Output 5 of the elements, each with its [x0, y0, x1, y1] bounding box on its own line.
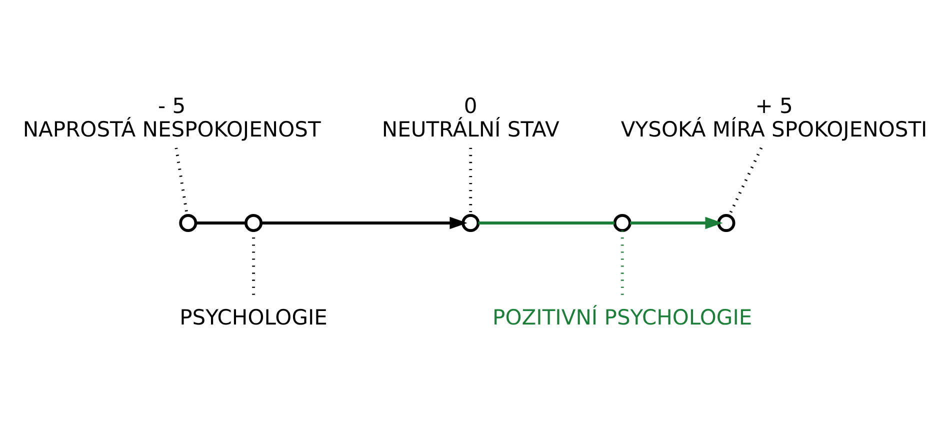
- node-text: + 5 VYSOKÁ MÍRA SPOKOJENOSTI: [620, 94, 927, 142]
- node-text: POZITIVNÍ PSYCHOLOGIE: [492, 305, 752, 330]
- node-text: - 5 NAPROSTÁ NESPOKOJENOST: [22, 94, 320, 142]
- node-text: PSYCHOLOGIE: [179, 305, 327, 330]
- node-text: 0 NEUTRÁLNÍ STAV: [381, 94, 559, 142]
